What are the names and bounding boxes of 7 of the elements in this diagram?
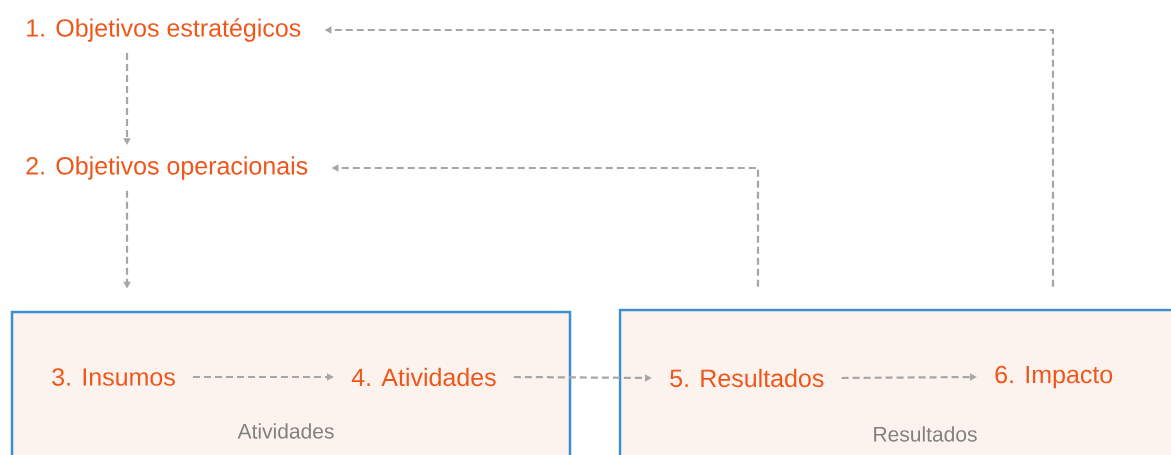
step-label: 2. Objetivos operacionais <box>26 156 308 180</box>
step-label: 3. Insumos <box>52 368 175 386</box>
arrow <box>123 53 131 145</box>
step-label: 4. Atividades <box>351 367 496 387</box>
step-label: 5. Resultados <box>670 368 824 388</box>
step-label: 1. Objetivos estratégicos <box>27 18 301 42</box>
step-label: 6. Impacto <box>995 365 1113 389</box>
